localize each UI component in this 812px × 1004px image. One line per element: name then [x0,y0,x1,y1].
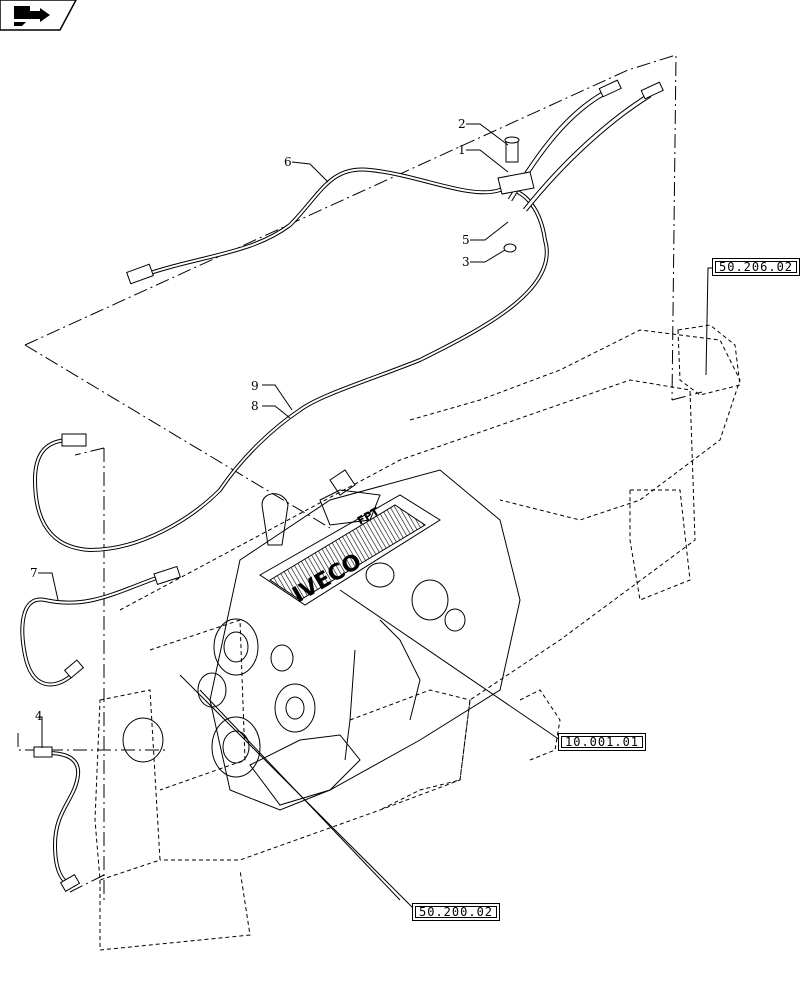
callout-6: 6 [284,155,292,169]
callout-2: 2 [458,117,466,131]
hose-4 [33,746,81,893]
callout-3: 3 [462,255,470,269]
engine-block [122,469,521,811]
callout-1: 1 [458,143,466,157]
callout-7: 7 [30,566,38,580]
clamp-assembly [497,136,535,253]
callout-9: 9 [251,379,259,393]
hose-6 [32,167,549,553]
reference-50-200-02[interactable]: 50.200.02 [412,903,501,921]
upper-hoses [507,79,664,212]
hose-7 [20,565,181,687]
reference-50-206-02[interactable]: 50.206.02 [712,258,801,276]
reference-10-001-01[interactable]: 10.001.01 [558,733,647,751]
callout-5: 5 [462,233,470,247]
callout-8: 8 [251,399,259,413]
phantom-outline [17,54,703,900]
next-page-arrow-icon[interactable] [0,0,77,31]
chassis-frame [94,324,741,951]
callout-4: 4 [35,709,43,723]
leader-lines [38,123,712,911]
